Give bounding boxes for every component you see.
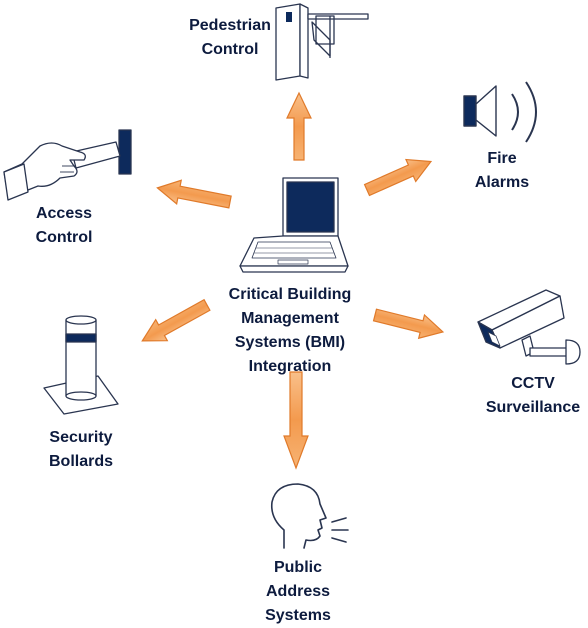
access-control-label: Access Control: [24, 202, 104, 250]
cctv-surveillance-label: CCTV Surveillance: [478, 372, 588, 420]
speaking-head-icon: [270, 483, 349, 549]
cctv-surveillance-line-1: CCTV: [511, 375, 555, 392]
arrows: [141, 91, 445, 470]
center-line-1: Critical Building: [228, 286, 352, 303]
turnstile-icon: [275, 3, 369, 81]
pedestrian-control-label: Pedestrian Control: [182, 14, 278, 62]
cctv-camera-icon: [477, 289, 581, 365]
bollard-icon: [43, 315, 119, 415]
public-address-label: Public Address Systems: [248, 556, 348, 628]
hand-card-icon: [3, 129, 132, 201]
access-control-line-1: Access: [35, 205, 93, 222]
center-line-2: Management: [241, 310, 339, 327]
arrow-to-pedestrian-control: [286, 91, 312, 161]
arrow-to-cctv-surveillance: [372, 308, 445, 340]
public-address-line-3: Systems: [265, 607, 331, 624]
center-line-4: Integration: [248, 358, 332, 375]
arrow-to-fire-alarms: [363, 158, 433, 197]
pedestrian-control-line-2: Control: [201, 41, 259, 58]
center-line-3: Systems (BMI): [234, 334, 346, 351]
arrow-to-access-control: [156, 179, 232, 209]
fire-alarms-label: Fire Alarms: [462, 147, 542, 195]
laptop-icon: [239, 177, 349, 273]
public-address-line-2: Address: [265, 583, 331, 600]
arrow-to-public-address: [283, 371, 309, 470]
security-bollards-line-1: Security: [49, 429, 113, 446]
fire-alarms-line-2: Alarms: [474, 174, 530, 191]
security-bollards-line-2: Bollards: [48, 453, 113, 470]
center-label: Critical Building Management Systems (BM…: [210, 283, 370, 379]
speaker-icon: [463, 81, 537, 143]
access-control-line-2: Control: [35, 229, 93, 246]
security-bollards-label: Security Bollards: [36, 426, 126, 474]
fire-alarms-line-1: Fire: [487, 150, 517, 167]
public-address-line-1: Public: [273, 559, 322, 576]
arrow-to-security-bollards: [141, 298, 211, 342]
pedestrian-control-line-1: Pedestrian: [189, 17, 271, 34]
cctv-surveillance-line-2: Surveillance: [485, 399, 581, 416]
